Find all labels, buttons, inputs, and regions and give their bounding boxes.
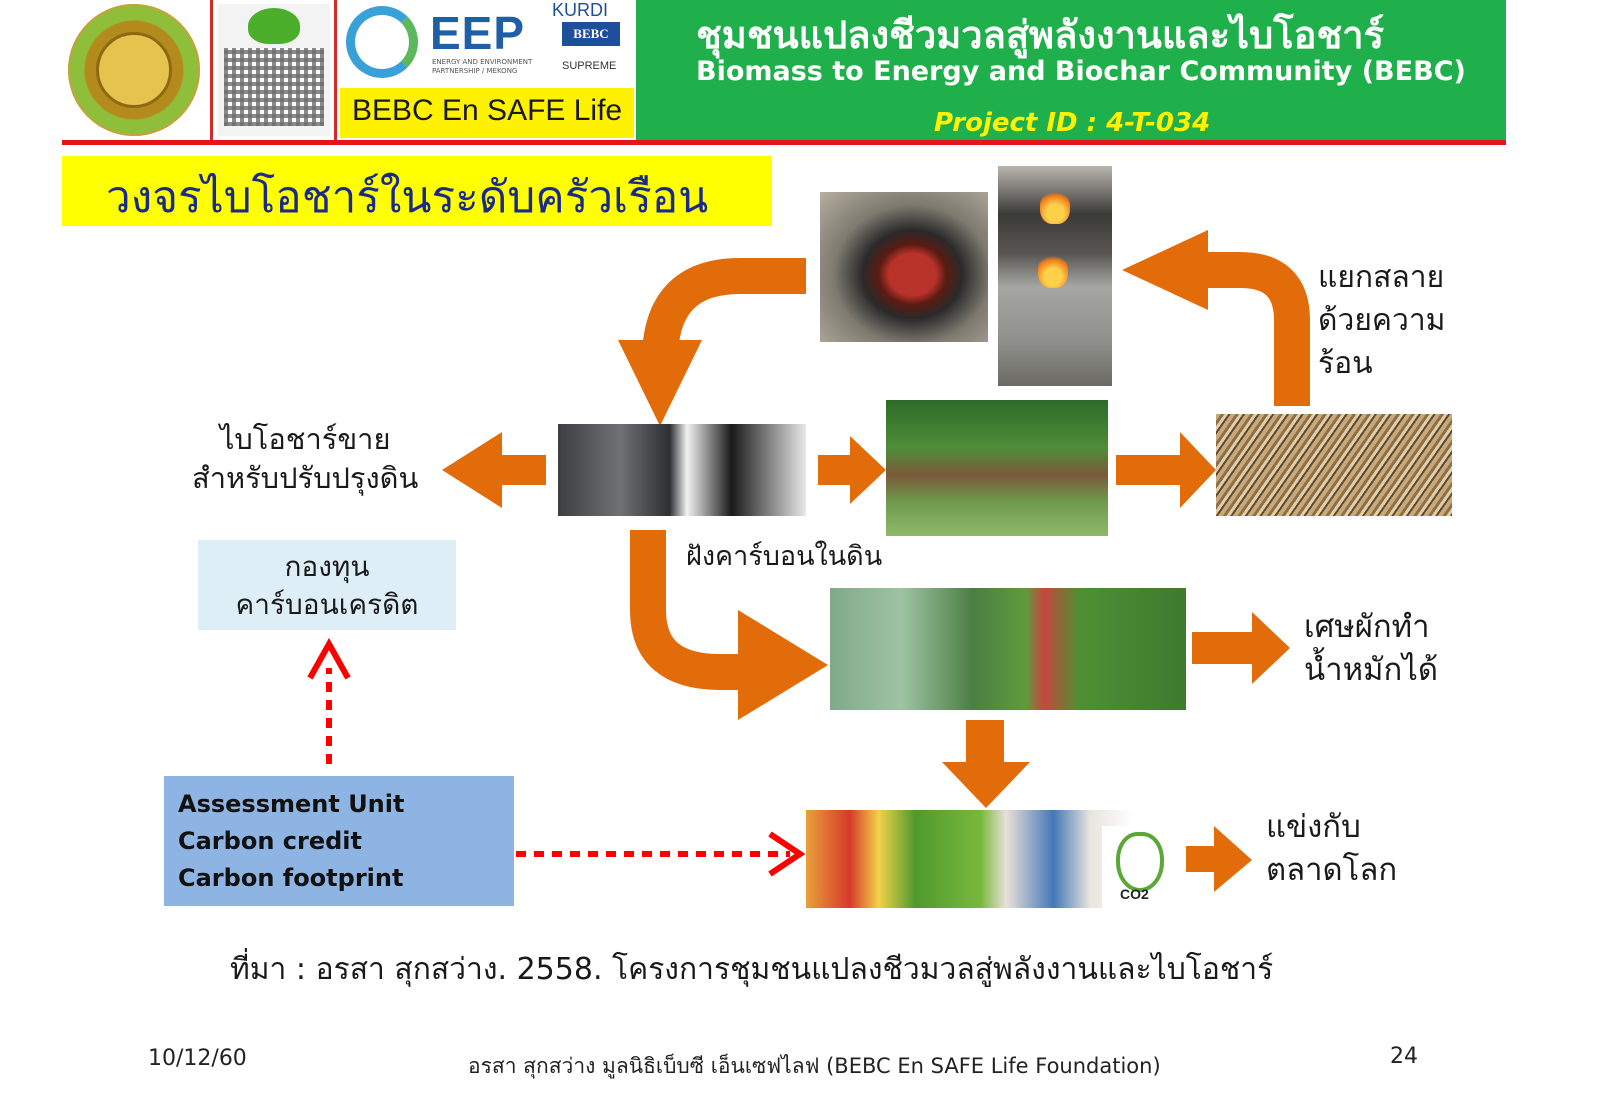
bebc-en-safe-life-tag: BEBC En SAFE Life (340, 88, 634, 138)
compost-line-1: เศษผักทำ (1304, 609, 1430, 645)
banner-thai-title: ชุมชนแปลงชีวมวลสู่พลังงานและไบโอชาร์ (696, 13, 1385, 57)
flame-icon (1038, 252, 1068, 288)
dotted-arrow-to-fund-head (307, 637, 351, 680)
carbon-credit-fund-box: กองทุน คาร์บอนเครดิต (198, 540, 456, 630)
seal-inner-ring (96, 32, 172, 108)
arrow-to-vegetables-head (738, 610, 828, 720)
compete-line-1: แข่งกับ (1266, 809, 1361, 845)
assessment-line-1: Assessment Unit (178, 790, 405, 818)
arrow-to-vegetables (630, 530, 744, 690)
footer-date: 10/12/60 (148, 1046, 247, 1071)
source-citation: ที่มา : อรสา สุกสว่าง. 2558. โครงการชุมช… (230, 952, 1274, 987)
eep-wordmark: EEP (430, 7, 526, 59)
assessment-line-3: Carbon footprint (178, 864, 404, 892)
pyrolysis-line-1: แยกสลาย (1318, 260, 1445, 295)
carbon-footprint-panel: CO2 (1102, 826, 1170, 908)
banner-english-title: Biomass to Energy and Biochar Community … (696, 56, 1466, 87)
biochar-photo (558, 424, 806, 516)
straw-biomass-photo (1216, 414, 1452, 516)
arrow-to-house (818, 436, 886, 504)
footer-author: อรสา สุกสว่าง มูลนิธิเบ็บซี เอ็นเซฟไลฟ (… (468, 1054, 1161, 1078)
flame-icon (1040, 188, 1070, 224)
eep-logo: EEP ENERGY AND ENVIRONMENT PARTNERSHIP /… (340, 0, 546, 88)
co2-label: CO2 (1120, 886, 1149, 902)
pyrolysis-line-3: ร้อน (1318, 346, 1373, 381)
assessment-line-2: Carbon credit (178, 827, 362, 855)
kurdi-wordmark: KURDI (552, 0, 609, 20)
compete-line-2: ตลาดโลก (1266, 852, 1398, 888)
arrow-to-compete (1186, 826, 1252, 892)
bebc-mark: BEBC (562, 22, 620, 46)
slide-title-box: วงจรไบโอชาร์ในระดับครัวเรือน (62, 156, 772, 226)
arrow-to-compost (1192, 612, 1290, 684)
slide-title: วงจรไบโอชาร์ในระดับครัวเรือน (106, 172, 709, 223)
eep-circle-icon (346, 6, 418, 78)
arrow-to-stove (1190, 252, 1310, 406)
biochar-sale-label: ไบโอชาร์ขาย สำหรับปรับปรุงดิน (192, 420, 418, 498)
cooking-wok-photo (820, 192, 988, 342)
compost-line-2: น้ำหมักได้ (1304, 652, 1438, 688)
sell-line-2: สำหรับปรับปรุงดิน (192, 461, 419, 495)
project-banner: ชุมชนแปลงชีวมวลสู่พลังงานและไบโอชาร์ Bio… (636, 0, 1506, 140)
dotted-arrow-to-market-head (768, 831, 806, 877)
arrow-to-straw (1116, 432, 1216, 508)
global-market-label: แข่งกับ ตลาดโลก (1266, 806, 1397, 892)
sell-line-1: ไบโอชาร์ขาย (219, 422, 391, 456)
fund-line-1: กองทุน (284, 550, 370, 583)
header-divider (210, 0, 213, 140)
kurdi-logo: KURDI BEBC SUPREME (548, 0, 634, 88)
arrow-to-market (942, 720, 1030, 808)
carbon-burial-label: ฝังคาร์บอนในดิน (686, 541, 883, 572)
supreme-wordmark: SUPREME (562, 60, 617, 72)
produce-market-photo: CO2 (806, 810, 1170, 908)
fund-line-2: คาร์บอนเครดิต (235, 588, 419, 621)
assessment-unit-box: Assessment Unit Carbon credit Carbon foo… (164, 776, 514, 906)
pyrolysis-line-2: ด้วยความ (1318, 303, 1446, 338)
bebc-tag-text: BEBC En SAFE Life (352, 94, 623, 127)
header-divider (334, 0, 337, 140)
header-red-rule (62, 140, 1506, 145)
arrow-to-stove-head (1122, 230, 1208, 310)
page-number: 24 (1390, 1044, 1418, 1069)
qr-code-icon (224, 48, 324, 126)
vegetable-farm-photo (830, 588, 1186, 710)
pyrolysis-label: แยกสลาย ด้วยความ ร้อน (1318, 256, 1445, 385)
arrow-to-biochar-head (618, 340, 702, 426)
foundation-logo (218, 4, 330, 136)
eep-subtitle: ENERGY AND ENVIRONMENT PARTNERSHIP / MEK… (432, 58, 533, 75)
project-id: Project ID : 4-T-034 (934, 108, 1211, 138)
household-garden-photo (886, 400, 1108, 536)
footprint-icon (1116, 832, 1164, 892)
compost-label: เศษผักทำ น้ำหมักได้ (1304, 606, 1438, 692)
arrow-to-sell (442, 432, 546, 508)
leaf-icon (248, 8, 300, 44)
biochar-stove-photo (998, 166, 1112, 386)
government-seal-logo (68, 4, 200, 136)
